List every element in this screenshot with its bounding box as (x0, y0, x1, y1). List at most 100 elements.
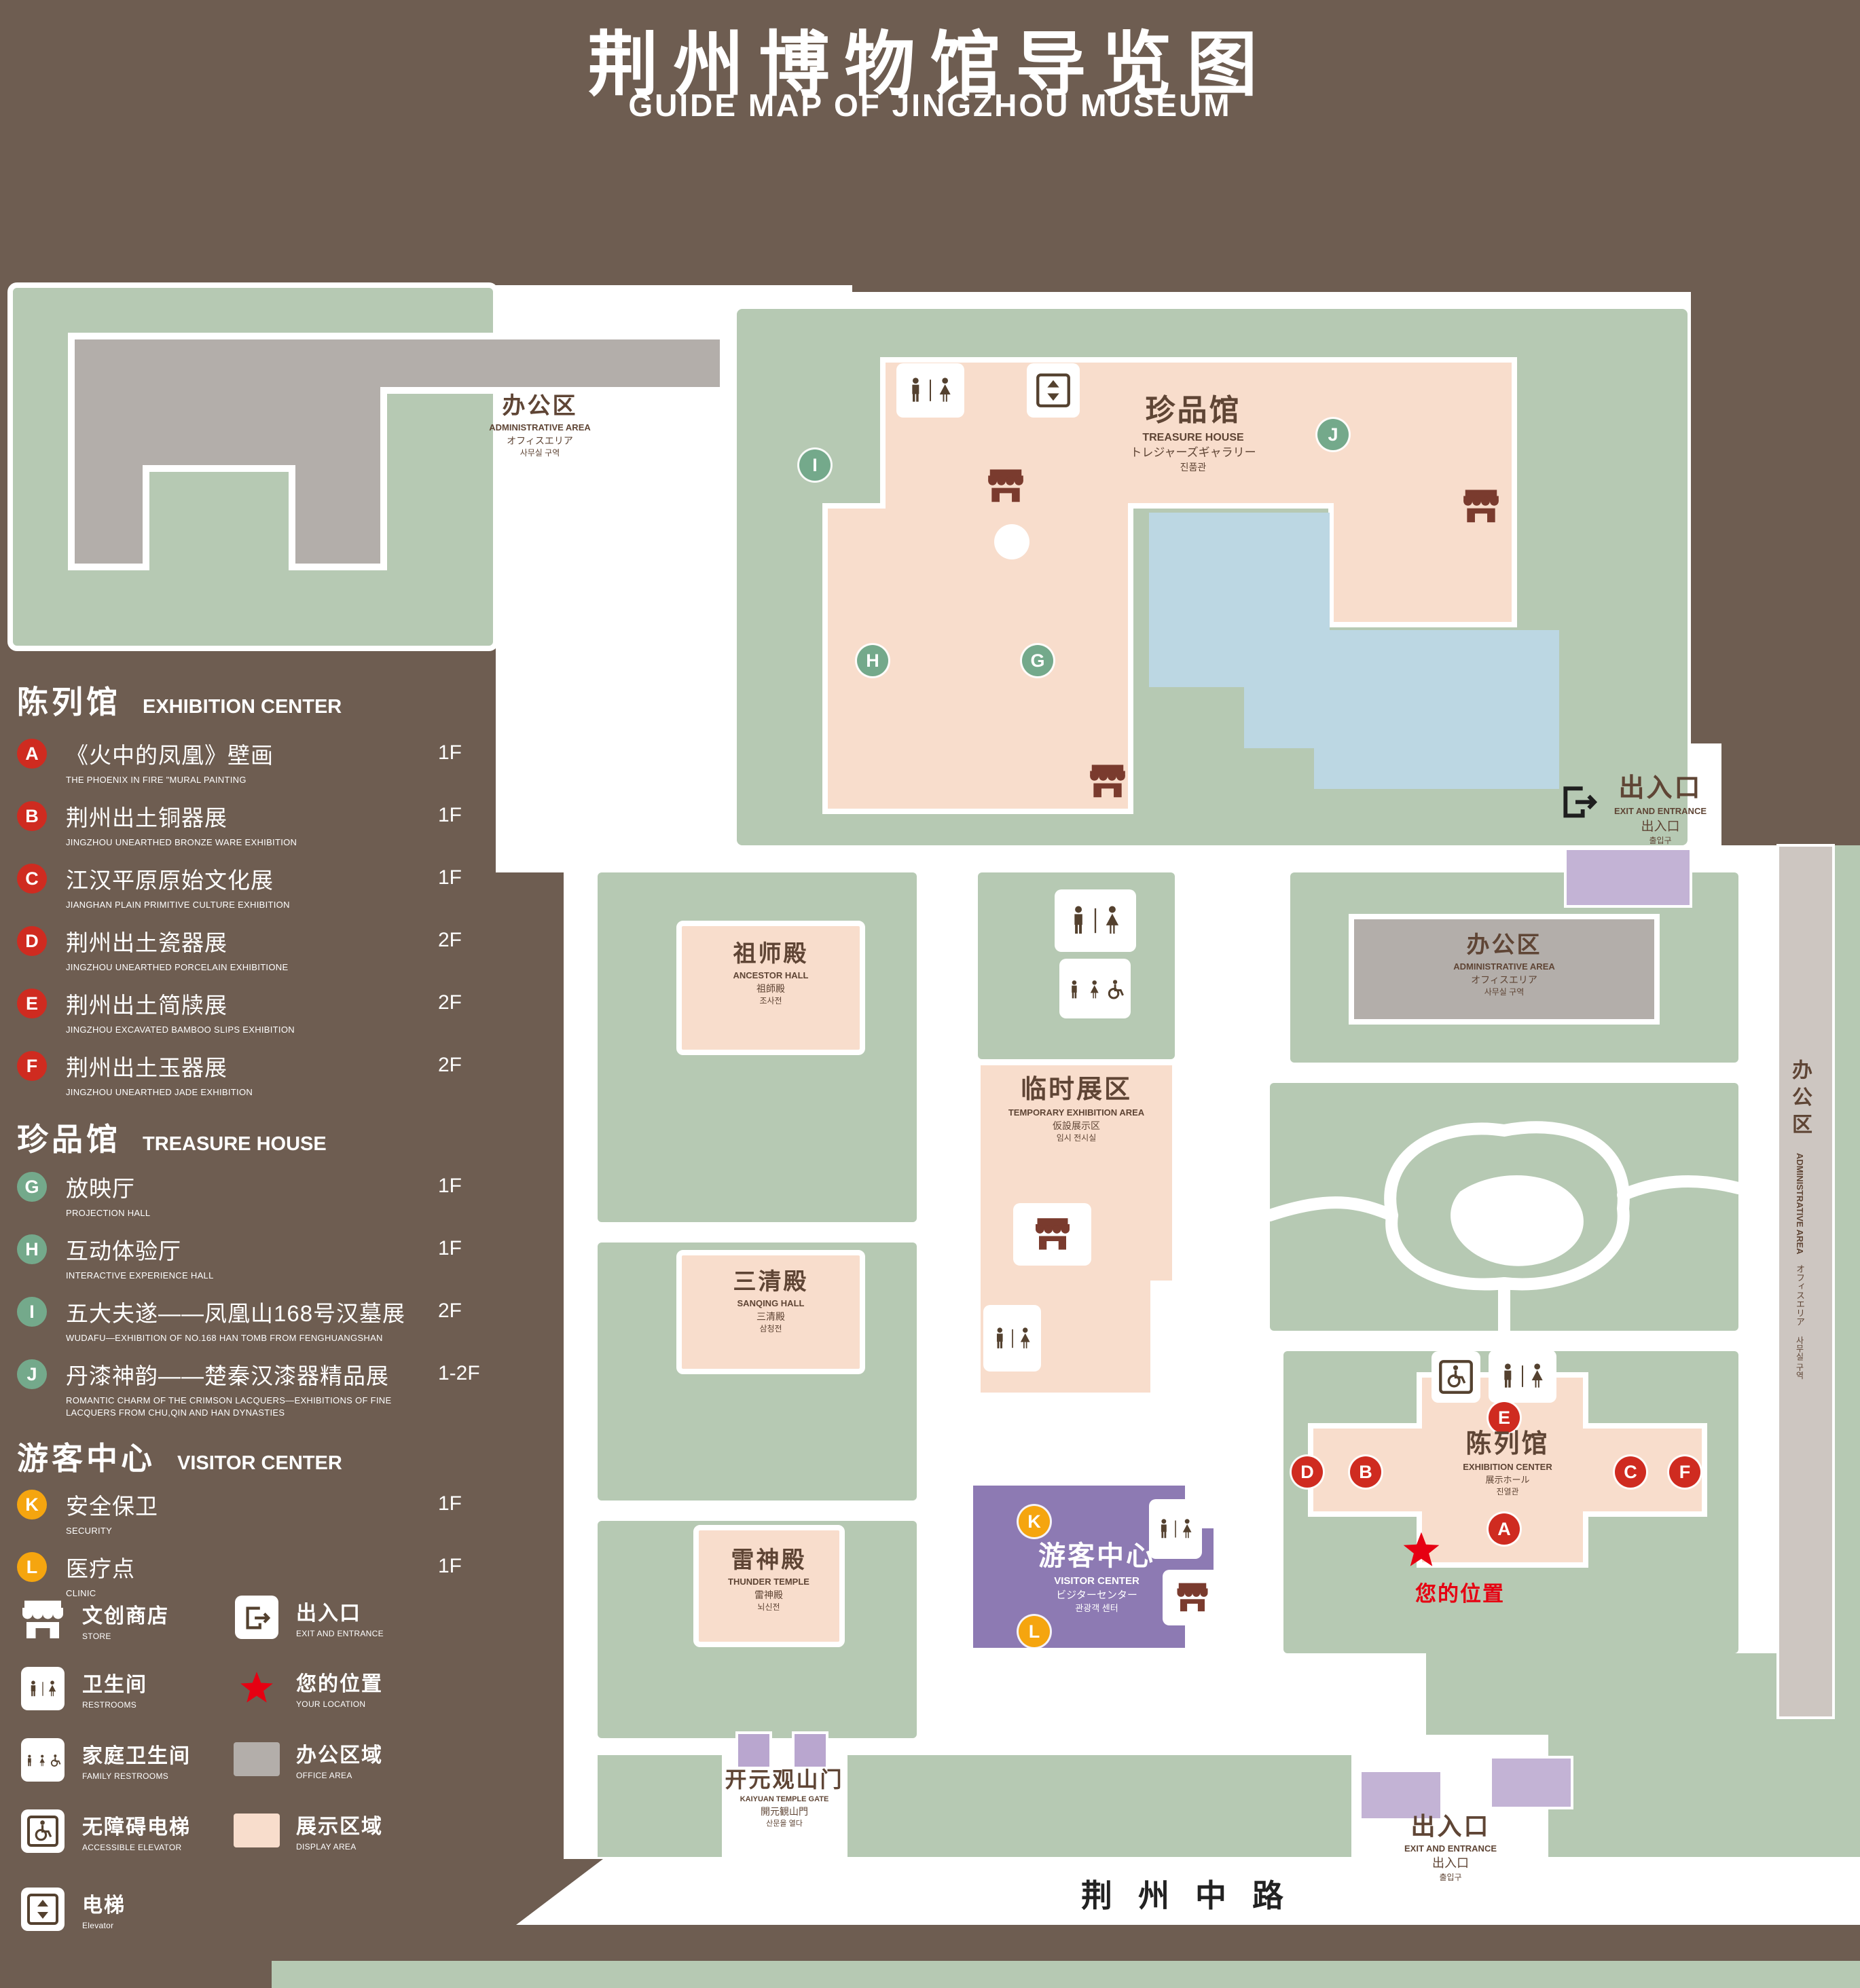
office-area-swatch (231, 1742, 282, 1776)
accessible-elevator-icon (1432, 1351, 1480, 1403)
entrance-structure-right (1564, 847, 1692, 908)
ground-right-strip (1835, 845, 1860, 1718)
page-title: 荆州博物馆导览图 (587, 26, 1273, 105)
marker-badge-G: G (17, 1172, 47, 1202)
marker-badge-L: L (17, 1552, 47, 1582)
floor-label: 1F (438, 741, 462, 764)
your-location-icon (231, 1669, 282, 1707)
floor-label: 1F (438, 804, 462, 826)
floor-label: 2F (438, 991, 462, 1014)
marker-badge-F: F (17, 1051, 47, 1081)
entrance-structure-bottom-right (1489, 1756, 1573, 1809)
your-location-icon (1400, 1529, 1442, 1575)
marker-badge-D: D (17, 926, 47, 956)
marker-badge-J: J (17, 1359, 47, 1389)
ancestor-hall-building (676, 921, 865, 1055)
store-icon (985, 465, 1027, 507)
gate-opening (722, 1755, 847, 1857)
page-subtitle: GUIDE MAP OF JINGZHOU MUSEUM (628, 88, 1232, 123)
floor-label: 1F (438, 1237, 462, 1259)
map-marker-K: K (1019, 1506, 1050, 1537)
fountain (994, 524, 1029, 559)
store-icon (1013, 1203, 1091, 1266)
marker-badge-C: C (17, 864, 47, 894)
elevator-icon (1027, 363, 1080, 418)
display-area-swatch (231, 1814, 282, 1847)
treasure-house-label: 珍品馆 TREASURE HOUSE トレジャーズギャラリー 진품관 (1130, 394, 1256, 473)
your-location-label: 您的位置 (1415, 1582, 1505, 1606)
exit-icon (231, 1596, 282, 1639)
entrance-structure-bottom-left (1359, 1769, 1443, 1821)
floor-label: 2F (438, 929, 462, 951)
exit-entrance-label-bottom: 出入口 EXIT AND ENTRANCE 出入口 출입구 (1404, 1812, 1497, 1882)
marker-badge-H: H (17, 1234, 47, 1264)
restroom-icon (1489, 1350, 1556, 1403)
bottom-green-strip (272, 1961, 1860, 1988)
marker-badge-A: A (17, 739, 47, 769)
store-icon (1163, 1570, 1222, 1625)
ground-bottom-strip (598, 1755, 1358, 1857)
family-restroom-icon (17, 1738, 69, 1782)
family-restroom-icon (1059, 959, 1131, 1018)
map-marker-J: J (1317, 419, 1349, 450)
exhibition-center-building (1308, 1372, 1707, 1568)
floor-label: 1F (438, 1555, 462, 1577)
floor-label: 2F (438, 1300, 462, 1322)
garden-paths (1264, 1121, 1745, 1337)
sanqing-hall-label: 三清殿 SANQING HALL 三清殿 삼청전 (733, 1269, 809, 1334)
gate-pier-left (735, 1731, 772, 1769)
admin-building-right (1349, 914, 1660, 1025)
map-marker-B: B (1350, 1456, 1381, 1488)
garden-pond (1451, 1175, 1584, 1266)
elevator-icon (17, 1888, 69, 1931)
admin-area-label-side: 办公区 ADMINISTRATIVE AREA オフィスエリア 사무실 구역 (1789, 1059, 1811, 1380)
temporary-exhibition-label: 临时展区 TEMPORARY EXHIBITION AREA 仮設展示区 임시 … (1008, 1075, 1145, 1143)
floor-label: 1F (438, 1175, 462, 1197)
gate-pier-right (792, 1731, 828, 1769)
admin-area-label-topleft: 办公区 ADMINISTRATIVE AREA オフィスエリア 사무실 구역 (489, 393, 591, 458)
map-marker-I: I (799, 449, 831, 481)
store-icon (17, 1596, 69, 1644)
marker-badge-E: E (17, 989, 47, 1018)
map-marker-E: E (1489, 1402, 1520, 1433)
exhibition-center-label: 陈列馆 EXHIBITION CENTER 展示ホール 진열관 (1463, 1430, 1552, 1497)
map-marker-G: G (1022, 645, 1053, 676)
map-marker-L: L (1019, 1616, 1050, 1647)
sanqing-hall-building (676, 1250, 865, 1374)
map-marker-C: C (1615, 1456, 1646, 1488)
map-marker-D: D (1292, 1456, 1323, 1488)
thunder-temple-label: 雷神殿 THUNDER TEMPLE 雷神殿 뇌신전 (728, 1547, 809, 1613)
map-marker-F: F (1669, 1456, 1700, 1488)
restroom-icon (896, 363, 964, 418)
marker-badge-B: B (17, 801, 47, 831)
store-icon (1087, 760, 1129, 803)
store-icon (1460, 485, 1502, 528)
kaiyuan-gate-label: 开元观山门 KAIYUAN TEMPLE GATE 開元観山門 산문을 열다 (725, 1767, 844, 1828)
map-marker-H: H (857, 645, 888, 676)
pond (1149, 513, 1559, 789)
floor-label: 1F (438, 866, 462, 889)
visitor-center-label: 游客中心 VISITOR CENTER ビジターセンター 관광객 센터 (1038, 1541, 1155, 1614)
